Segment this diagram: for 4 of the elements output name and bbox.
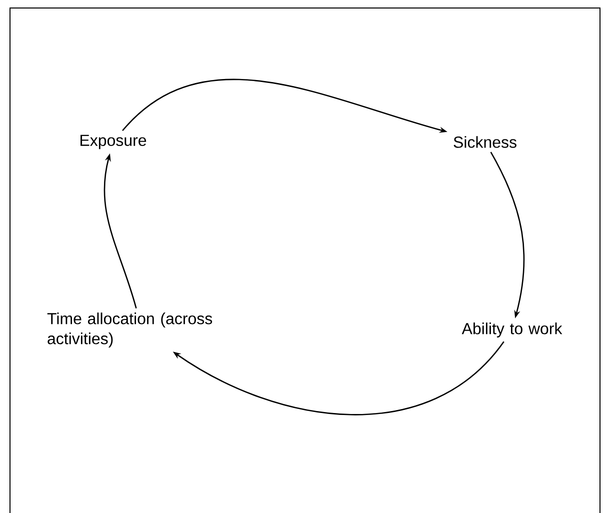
node-label: Exposure	[80, 134, 146, 150]
node-label: Ability to work	[462, 322, 562, 338]
node-label: Sickness	[454, 136, 516, 148]
node-label: Time allocation (across activities)	[47, 312, 212, 348]
